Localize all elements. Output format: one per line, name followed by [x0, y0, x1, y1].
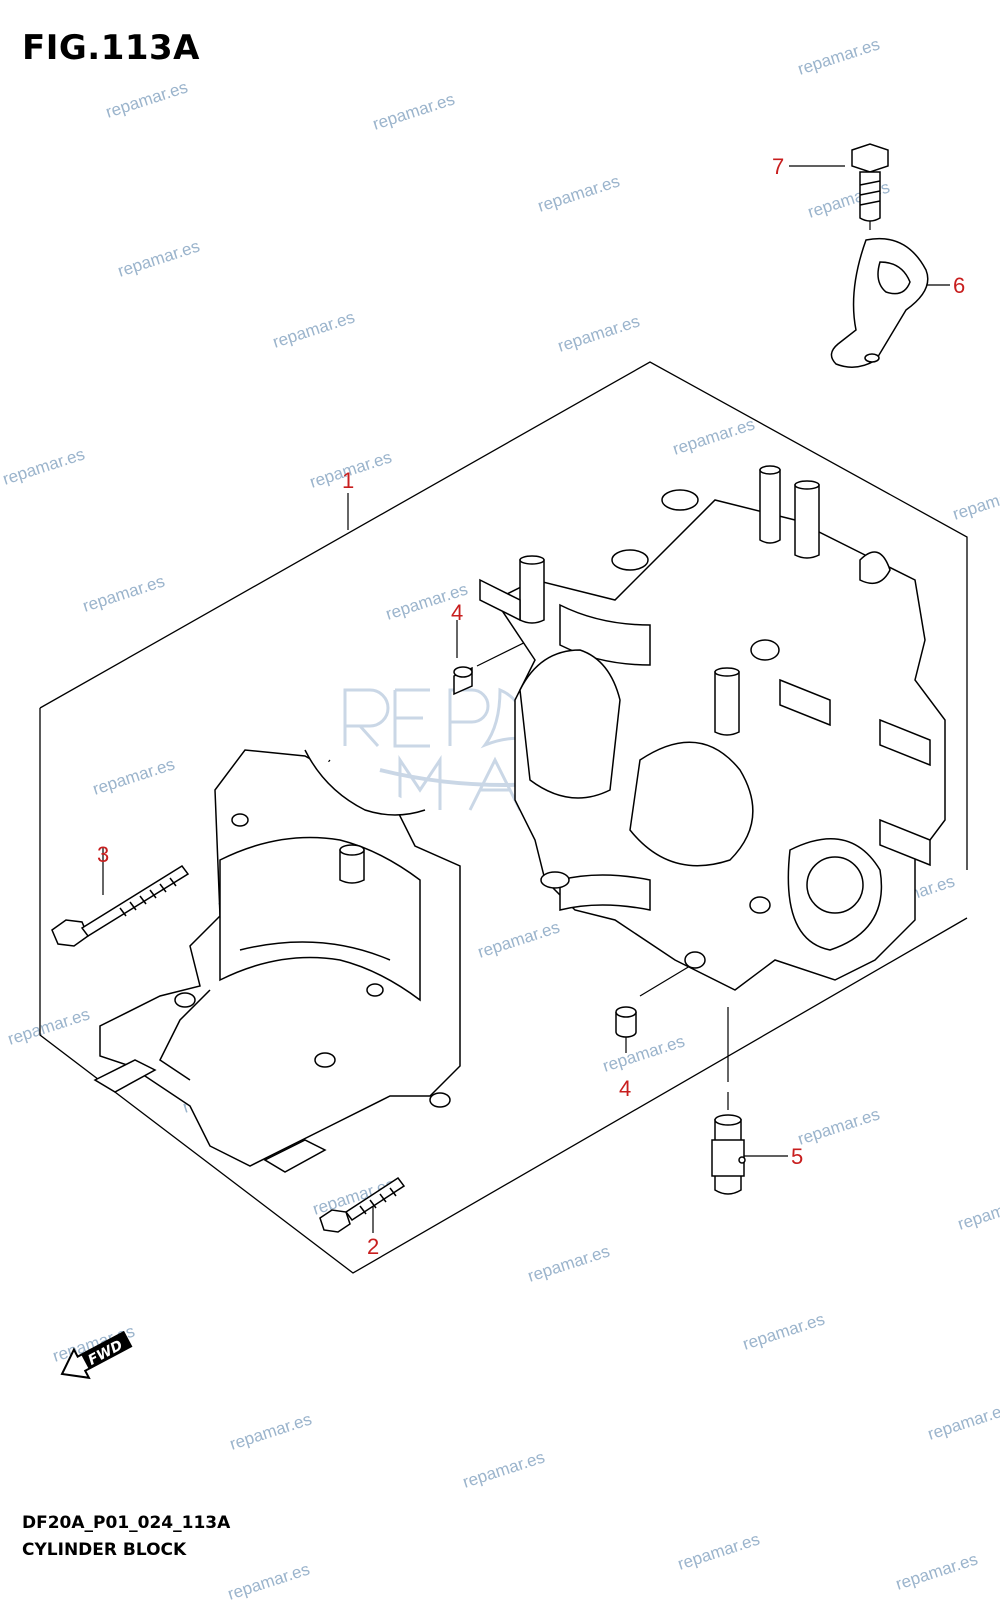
watermark-text: repamar.es [0, 444, 87, 488]
figure-name: CYLINDER BLOCK [22, 1540, 187, 1560]
watermark-text: repamar.es [80, 571, 167, 615]
part-7-bolt [851, 143, 889, 222]
watermark-text: repamar.es [675, 1529, 762, 1573]
watermark-text: repamar.es [225, 1559, 312, 1600]
watermark-text: repamar.es [460, 1447, 547, 1491]
watermark-text: repamar.es [270, 307, 357, 351]
part-4-dowel-upper [453, 666, 473, 696]
callout-4-lower: 4 [619, 1076, 631, 1101]
watermark-text: repamar.es [600, 1031, 687, 1075]
part-2-bolt [319, 1176, 406, 1233]
watermark-text: repamar.es [740, 1309, 827, 1353]
callout-5: 5 [791, 1144, 803, 1169]
watermark-text: repamar.es [103, 77, 190, 121]
watermark-text: repamar.es [475, 917, 562, 961]
watermark-text: repamar.es [90, 754, 177, 798]
callout-1: 1 [342, 468, 354, 493]
callout-2: 2 [367, 1234, 379, 1259]
watermark-text: repamar.es [525, 1241, 612, 1285]
watermark-text: repamar.es [115, 236, 202, 280]
callout-labels: 1 2 3 4 4 5 6 7 [97, 154, 965, 1259]
watermark-text: repamar.es [955, 1189, 1000, 1233]
fwd-arrow-icon: FWD [60, 1330, 133, 1380]
watermark-text: repamar.es [893, 1549, 980, 1593]
part-1-cylinder-block [93, 465, 946, 1173]
figure-code: DF20A_P01_024_113A [22, 1513, 231, 1533]
part-6-bracket [830, 237, 929, 368]
figure-title: FIG.113A [22, 28, 200, 68]
callout-7: 7 [772, 154, 784, 179]
part-5-fitting [711, 1114, 746, 1195]
watermark-text: repamar.es [795, 1104, 882, 1148]
watermark-text: repamar.es [370, 89, 457, 133]
callout-3: 3 [97, 842, 109, 867]
assembly-box [39, 361, 968, 1274]
watermark-text: repamar.es [925, 1399, 1000, 1443]
callout-4-upper: 4 [451, 600, 463, 625]
watermark-text: repamar.es [950, 479, 1000, 523]
callout-6: 6 [953, 273, 965, 298]
watermark-text: repamar.es [535, 171, 622, 215]
part-4-dowel-lower [615, 1006, 637, 1038]
part-3-bolt [51, 865, 190, 947]
watermark-text: repamar.es [670, 414, 757, 458]
watermark-text: repamar.es [555, 311, 642, 355]
watermark-text: repamar.es [795, 34, 882, 78]
watermark-text: repamar.es [227, 1409, 314, 1453]
